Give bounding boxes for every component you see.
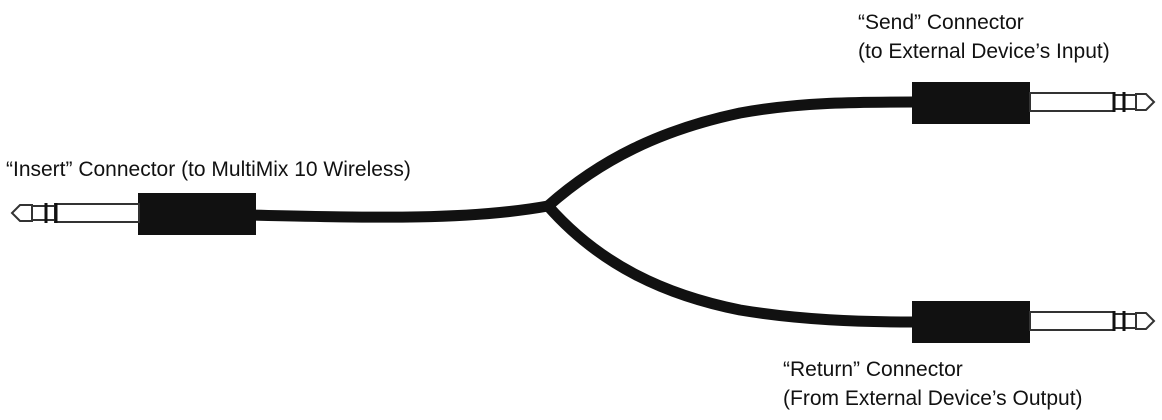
send-label-line1: “Send” Connector [858,11,1024,34]
send-label-line2: (to External Device’s Input) [858,40,1110,63]
send-plug-rings [1112,92,1126,112]
send-connector [912,82,1156,124]
return-connector [912,301,1156,343]
main-cable [244,200,554,223]
insert-plug-tip [10,203,140,223]
return-connector-label: “Return” Connector (From External Device… [783,355,1083,413]
send-connector-body [912,82,1030,124]
return-plug-tip [1029,311,1156,331]
return-cable-branch [542,200,920,328]
send-connector-label: “Send” Connector (to External Device’s I… [858,8,1110,66]
return-label-line1: “Return” Connector [783,358,963,381]
insert-label-line1: “Insert” Connector (to MultiMix 10 Wirel… [6,158,411,181]
send-plug-tip [1029,92,1156,112]
insert-connector-label: “Insert” Connector (to MultiMix 10 Wirel… [6,155,411,184]
return-label-line2: (From External Device’s Output) [783,387,1083,410]
insert-plug-rings [44,203,58,223]
insert-connector [10,193,256,235]
return-plug-rings [1112,311,1126,331]
insert-connector-body [138,193,256,235]
return-connector-body [912,301,1030,343]
send-cable-branch [542,96,920,212]
cable [244,96,920,328]
